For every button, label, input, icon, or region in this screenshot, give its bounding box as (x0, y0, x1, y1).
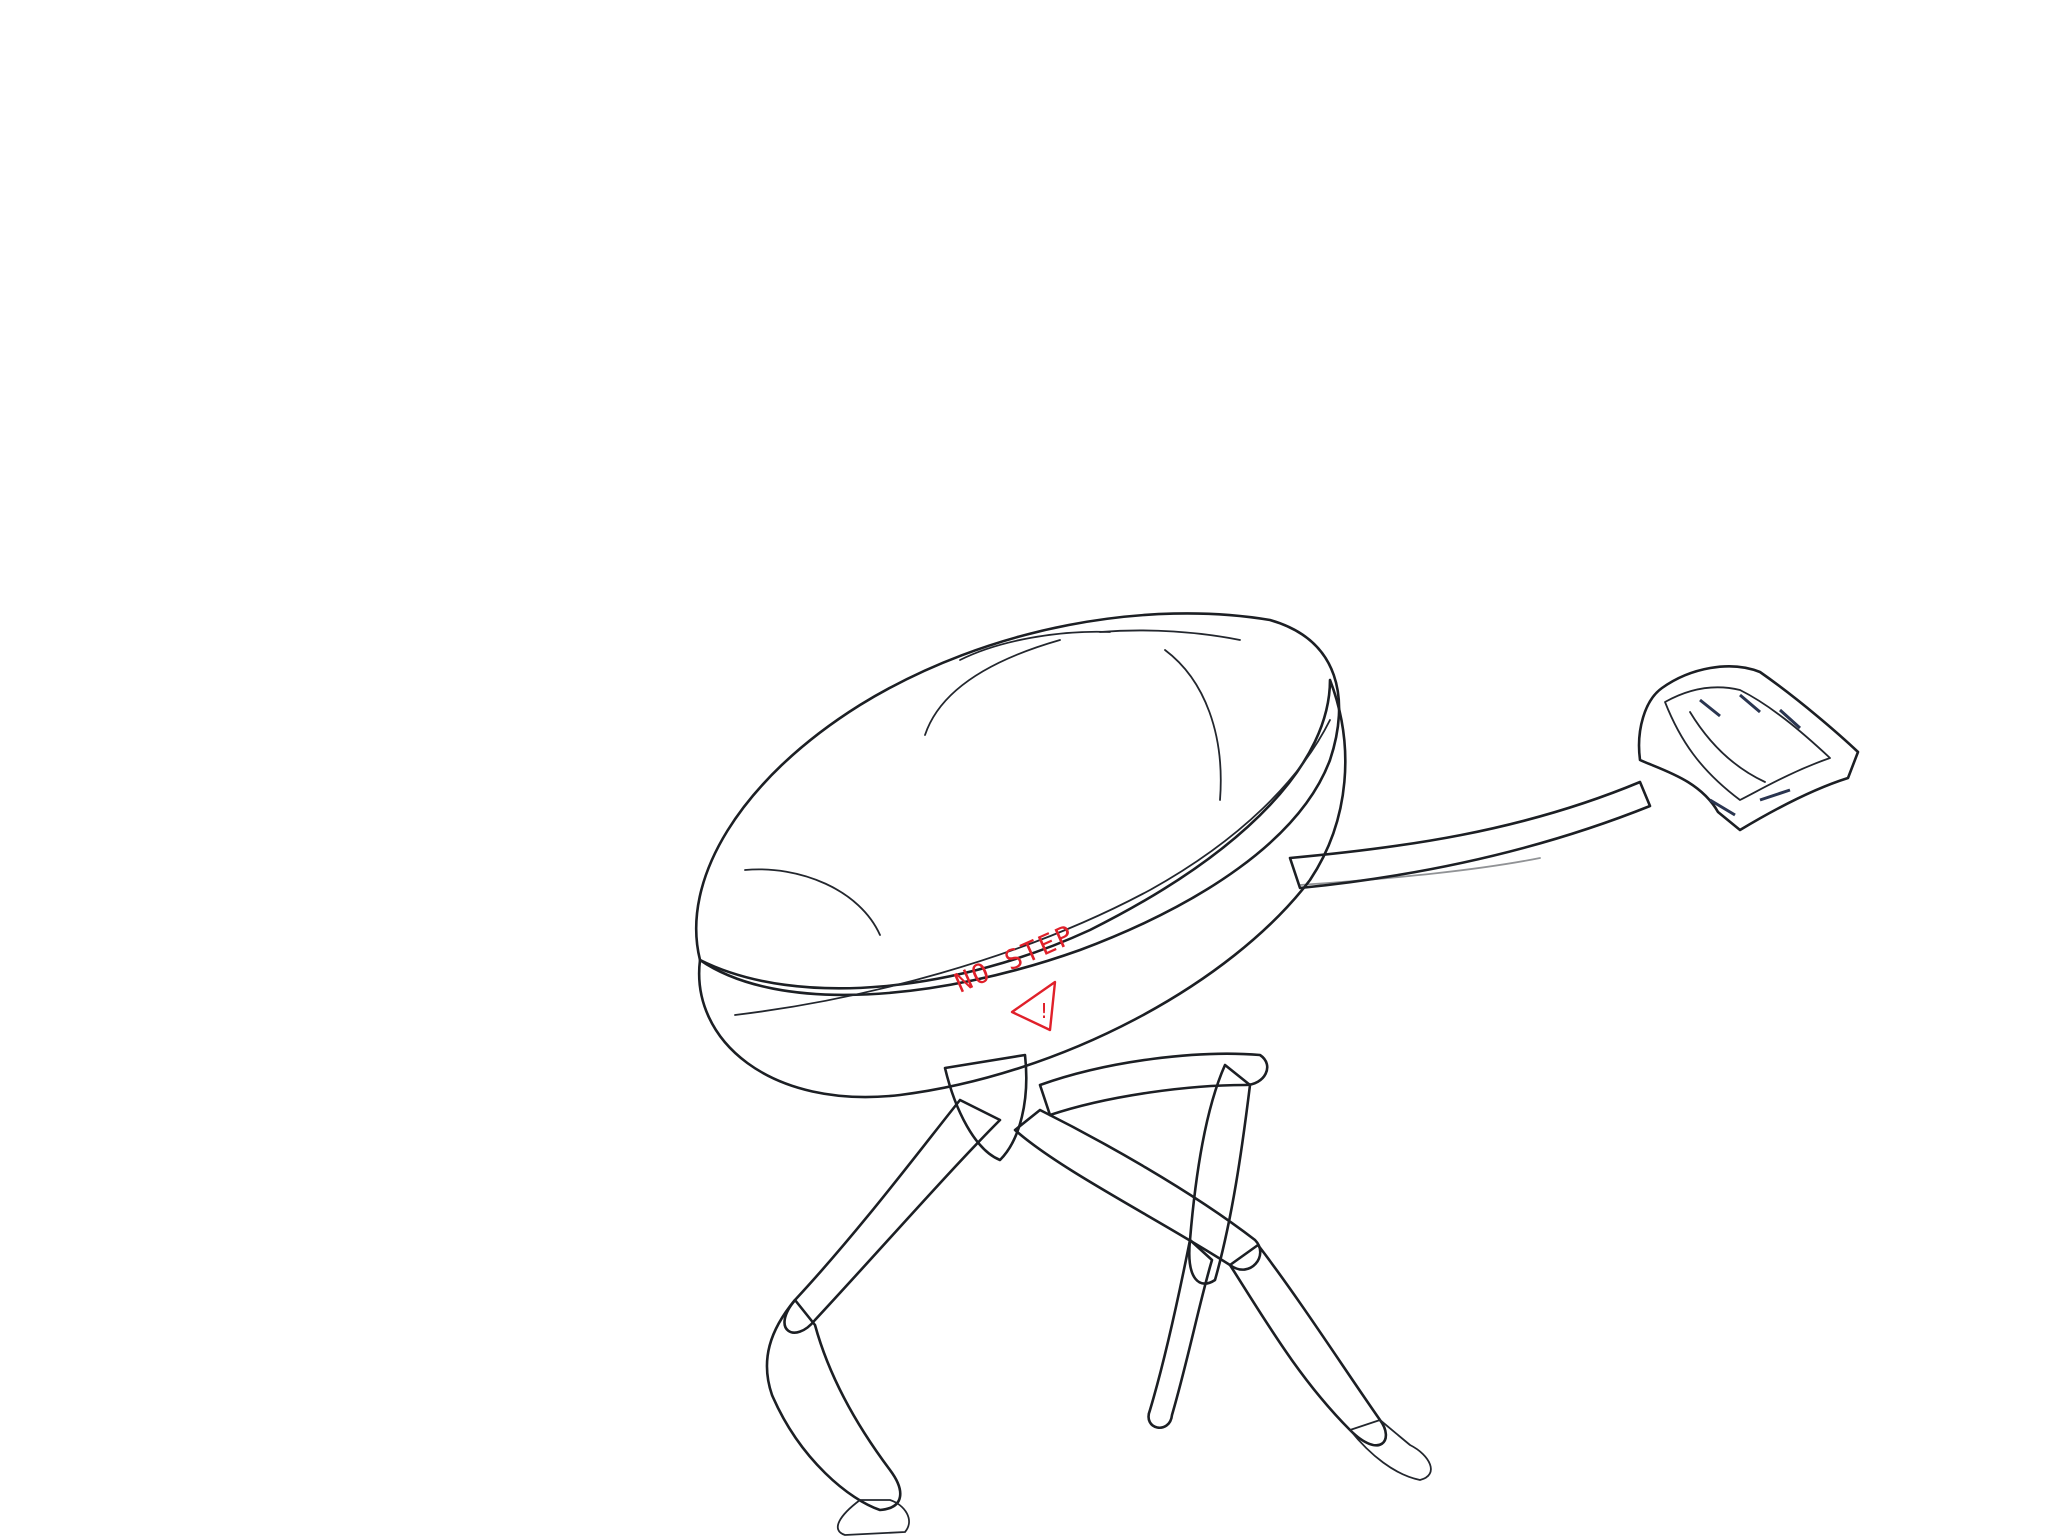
warning-label: NO STEP ! (950, 919, 1080, 1032)
robot-hip (943, 1053, 1028, 1162)
robot-claw (1637, 665, 1860, 832)
warning-triangle-glyph: ! (1040, 999, 1048, 1023)
robot-arm (1288, 780, 1652, 890)
front-left-leg (765, 1098, 1002, 1536)
robot-body (695, 612, 1347, 1099)
front-right-leg (1013, 1108, 1432, 1481)
back-right-leg (1147, 1063, 1252, 1430)
rear-strut (1038, 1052, 1269, 1117)
warning-label-text: NO STEP (950, 919, 1079, 999)
